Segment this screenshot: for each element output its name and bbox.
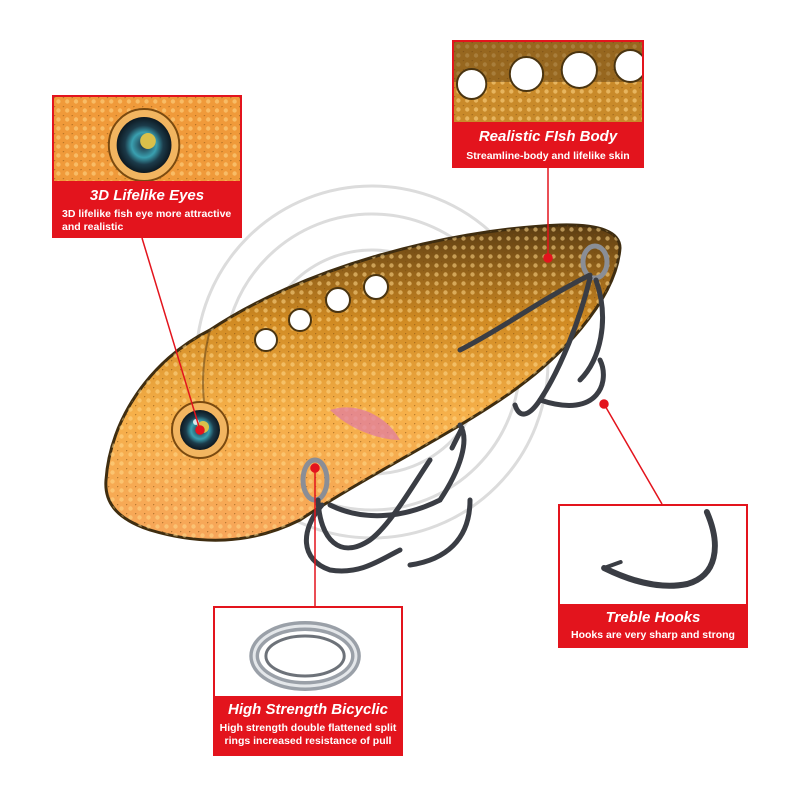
eyes-desc-line1: 3D lifelike fish eye more attractive (62, 208, 232, 220)
body-caption: Realistic FIsh Body Streamline-body and … (454, 122, 642, 166)
body-title: Realistic FIsh Body (478, 128, 618, 145)
eyes-title: 3D Lifelike Eyes (89, 187, 205, 204)
eye-closeup (54, 97, 240, 185)
ring-desc-line1: High strength double flattened split (219, 722, 397, 734)
body-closeup (454, 42, 642, 126)
body-callout: Realistic FIsh Body Streamline-body and … (452, 40, 644, 168)
lure-body (104, 223, 622, 542)
eyes-caption: 3D Lifelike Eyes 3D lifelike fish eye mo… (54, 181, 240, 236)
ring-caption: High Strength Bicyclic High strength dou… (215, 696, 401, 754)
eyes-desc-line2: and realistic (62, 221, 124, 233)
treble-hooks (304, 272, 606, 574)
body-holes (254, 274, 389, 352)
eyes-callout: 3D Lifelike Eyes 3D lifelike fish eye mo… (52, 95, 242, 238)
hooks-caption: Treble Hooks Hooks are very sharp and st… (560, 604, 746, 646)
ring-desc-line2: rings increased resistance of pull (224, 735, 392, 747)
hooks-title: Treble Hooks (605, 609, 701, 626)
hooks-desc: Hooks are very sharp and strong (571, 629, 735, 641)
split-ring-closeup (215, 608, 401, 700)
hooks-callout: Treble Hooks Hooks are very sharp and st… (558, 504, 748, 648)
hook-closeup (560, 506, 746, 608)
leader-lines (141, 168, 663, 606)
ring-title: High Strength Bicyclic (227, 701, 389, 718)
ring-callout: High Strength Bicyclic High strength dou… (213, 606, 403, 756)
body-desc: Streamline-body and lifelike skin (466, 150, 630, 162)
